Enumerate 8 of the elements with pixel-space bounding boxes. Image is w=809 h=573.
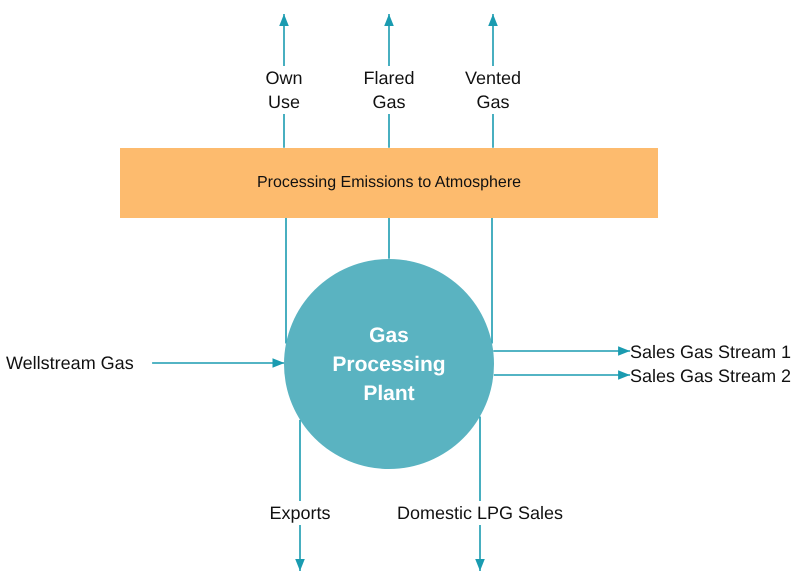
process-circle: Gas Processing Plant: [284, 259, 494, 469]
arrow: [493, 346, 630, 356]
node-label: Wellstream Gas: [6, 350, 152, 376]
arrow: [152, 358, 284, 368]
node-label: Sales Gas Stream 1: [630, 340, 809, 364]
process-band: Processing Emissions to Atmosphere: [120, 148, 658, 218]
node-label: Sales Gas Stream 2: [630, 364, 809, 388]
arrow: [494, 370, 630, 380]
